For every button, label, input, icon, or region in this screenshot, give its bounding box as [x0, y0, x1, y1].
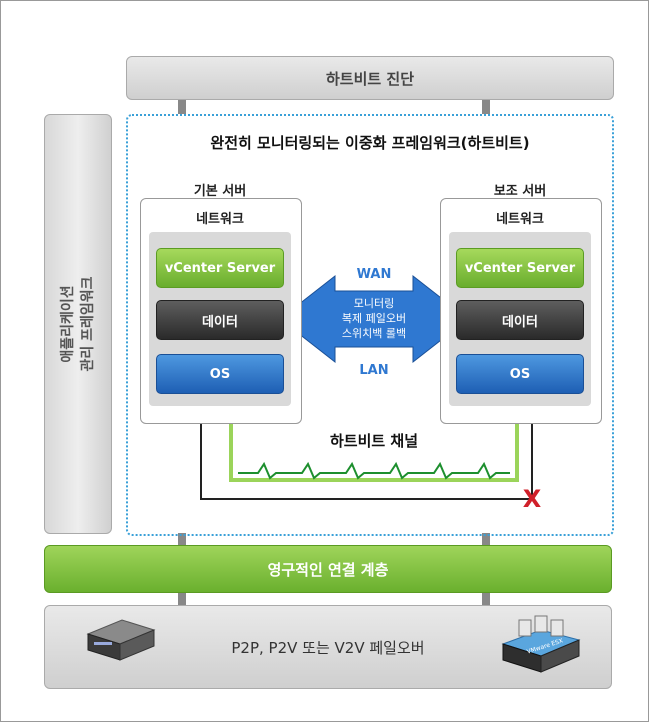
wan-label: WAN	[356, 267, 392, 282]
heartbeat-black-wire	[200, 420, 533, 500]
connector-peg	[178, 100, 186, 114]
primary-server-title: 기본 서버	[193, 184, 247, 199]
primary-os-block: OS	[156, 354, 284, 394]
physical-server-icon	[86, 619, 156, 661]
heartbeat-diagnostics-bar: 하트비트 진단	[126, 56, 614, 100]
lan-label: LAN	[359, 363, 389, 378]
framework-border	[126, 114, 614, 536]
connector-peg	[482, 593, 490, 605]
persistence-layer-label: 영구적인 연결 계층	[267, 560, 389, 579]
connector-peg	[178, 593, 186, 605]
connector-peg	[482, 533, 490, 547]
secondary-data-block: 데이터	[456, 300, 584, 340]
primary-network-label: 네트워크	[196, 212, 244, 227]
heartbeat-channel-label: 하트비트 채널	[329, 432, 419, 450]
heartbeat-green-wire	[229, 420, 519, 482]
secondary-os-block: OS	[456, 354, 584, 394]
connector-peg	[482, 100, 490, 114]
secondary-network-label: 네트워크	[496, 212, 544, 227]
framework-title: 완전히 모니터링되는 이중화 프레임워크(하트비트)	[210, 134, 530, 152]
primary-data-block: 데이터	[156, 300, 284, 340]
secondary-server-title: 보조 서버	[493, 184, 547, 199]
arrow-text: 모니터링 복제 페일오버 스위치백 롤백	[341, 297, 407, 340]
failover-label: P2P, P2V 또는 V2V 페일오버	[231, 638, 425, 657]
connector-peg	[178, 533, 186, 547]
heartbeat-pulse	[238, 461, 510, 480]
heartbeat-diagnostics-label: 하트비트 진단	[325, 69, 415, 88]
persistence-layer-bar: 영구적인 연결 계층	[44, 545, 612, 593]
app-management-panel: 애플리케이션 관리 프레임워크	[44, 114, 112, 534]
secondary-vcenter-block: vCenter Server	[456, 248, 584, 288]
failure-x-icon: X	[522, 485, 542, 513]
primary-vcenter-block: vCenter Server	[156, 248, 284, 288]
virtual-server-icon	[501, 615, 581, 673]
